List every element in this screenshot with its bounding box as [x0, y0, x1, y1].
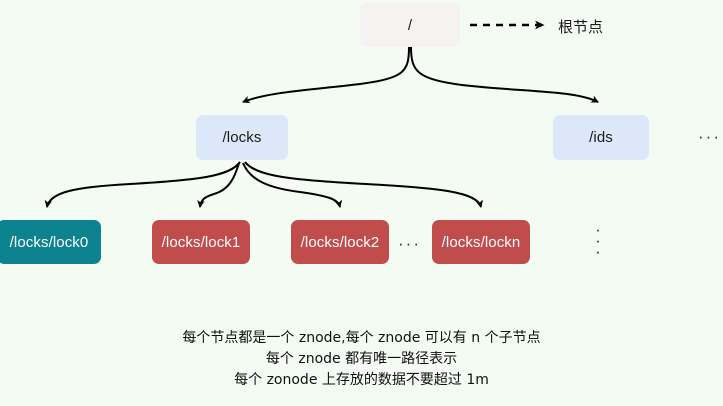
edge-root-to-locks	[242, 46, 410, 104]
node-lock2[interactable]: /locks/lock2	[291, 220, 389, 264]
node-lockn-label: /locks/lockn	[441, 233, 521, 251]
node-lock1[interactable]: /locks/lock1	[152, 220, 250, 264]
node-ids[interactable]: /ids	[553, 115, 649, 160]
edge-locks-to-lock2	[242, 162, 343, 208]
node-root-label: /	[407, 16, 413, 34]
annotation-root-note-label: 根节点	[558, 19, 604, 36]
node-lock1-label: /locks/lock1	[161, 233, 241, 251]
node-locks-label: /locks	[222, 129, 262, 146]
caption-line-1: 每个节点都是一个 znode,每个 znode 可以有 n 个子节点	[182, 330, 541, 346]
node-ids-label: /ids	[589, 129, 613, 146]
node-lock0-label: /locks/lock0	[9, 233, 89, 251]
ellipsis-locks-more: ···	[398, 234, 421, 253]
annotation-root-note: 根节点	[558, 16, 603, 37]
node-root[interactable]: /	[360, 3, 460, 47]
diagram-caption: 每个节点都是一个 znode,每个 znode 可以有 n 个子节点 每个 zn…	[0, 328, 723, 391]
edge-locks-to-lock0	[44, 161, 241, 208]
edge-locks-to-lock1	[197, 162, 240, 208]
ellipsis-dot-1: ·	[595, 220, 601, 239]
edge-root-to-ids	[410, 46, 599, 103]
caption-line-2: 每个 znode 都有唯一路径表示	[265, 351, 458, 367]
node-lock2-label: /locks/lock2	[300, 233, 380, 251]
ellipsis-dot-2: ·	[595, 231, 601, 250]
ellipsis-locks-vertical-more: · · ·	[592, 220, 604, 261]
node-lockn[interactable]: /locks/lockn	[432, 220, 530, 264]
caption-line-3: 每个 zonode 上存放的数据不要超过 1m	[234, 372, 489, 388]
node-lock0[interactable]: /locks/lock0	[0, 220, 101, 264]
ellipsis-level1-more: ···	[698, 127, 721, 146]
ellipsis-dot-3: ·	[595, 242, 601, 261]
edge-locks-to-lockn	[244, 161, 483, 208]
node-locks[interactable]: /locks	[196, 115, 288, 160]
